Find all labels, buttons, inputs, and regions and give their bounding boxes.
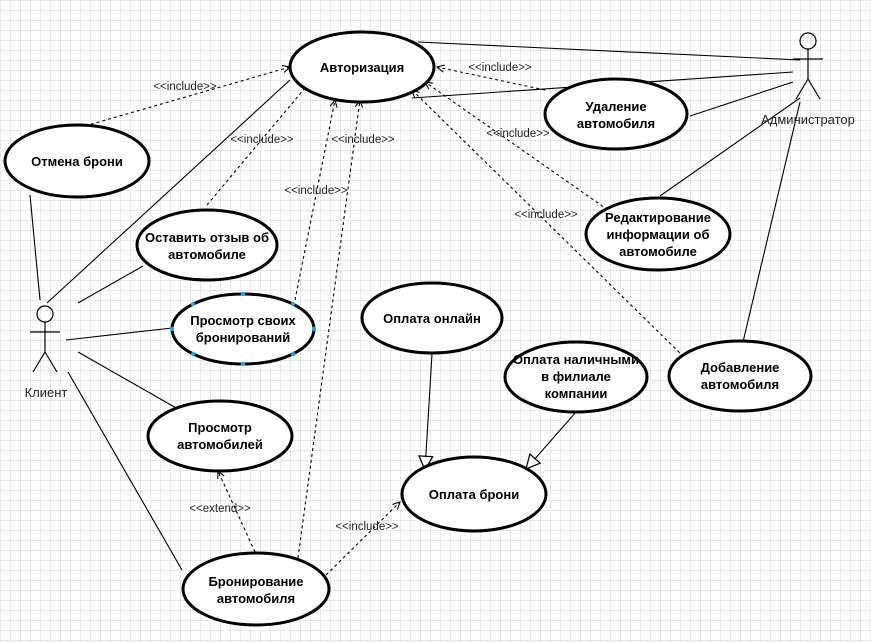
dependencies	[84, 67, 685, 576]
assoc-client-review[interactable]	[77, 265, 144, 304]
assoc-admin-add[interactable]	[742, 101, 801, 343]
associations	[29, 41, 801, 571]
svg-text:Оплата наличными: Оплата наличными	[513, 352, 639, 367]
generalizations	[425, 353, 577, 470]
use-case-add-car[interactable]: Добавление автомобиля	[667, 339, 813, 413]
assoc-admin-edit[interactable]	[659, 97, 801, 197]
svg-text:компании: компании	[545, 386, 608, 401]
svg-text:Удаление: Удаление	[585, 99, 646, 114]
use-case-delete-car[interactable]: Удаление автомобиля	[543, 77, 689, 151]
svg-text:Просмотр своих: Просмотр своих	[190, 313, 296, 328]
assoc-client-auth[interactable]	[46, 79, 291, 304]
svg-text:бронирований: бронирований	[196, 330, 291, 345]
svg-text:Бронирование: Бронирование	[208, 574, 303, 589]
svg-text:автомобиля: автомобиля	[577, 116, 655, 131]
actor-admin-body	[793, 49, 823, 100]
svg-text:Авторизация: Авторизация	[320, 60, 404, 75]
svg-text:Просмотр: Просмотр	[188, 420, 252, 435]
assoc-client-cancel[interactable]	[29, 194, 41, 301]
label-include-1: <<include>>	[153, 81, 217, 93]
use-case-cancel-booking[interactable]: Отмена брони	[3, 123, 151, 199]
svg-text:Отмена брони: Отмена брони	[31, 154, 123, 169]
label-include-6: <<include>>	[486, 128, 550, 140]
include-edit-auth[interactable]	[425, 82, 609, 211]
use-case-pay-cash[interactable]: Оплата наличными в филиале компании	[503, 340, 649, 414]
use-case-book-car[interactable]: Бронирование автомобиля	[181, 551, 331, 627]
use-case-auth[interactable]: Авторизация	[288, 30, 436, 104]
svg-text:Добавление: Добавление	[701, 360, 780, 375]
use-case-edit-car[interactable]: Редактирование информации об автомобиле	[584, 196, 732, 272]
gen-cash-payment[interactable]	[526, 411, 577, 469]
use-case-leave-review[interactable]: Оставить отзыв об автомобиле	[135, 208, 279, 282]
use-case-pay-online[interactable]: Оплата онлайн	[360, 281, 504, 355]
assoc-client-mybookings[interactable]	[65, 327, 173, 341]
include-booking-payment[interactable]	[325, 502, 400, 576]
svg-text:Оставить отзыв об: Оставить отзыв об	[145, 230, 269, 245]
gen-online-payment[interactable]	[425, 353, 432, 470]
include-delete-auth[interactable]	[437, 67, 546, 91]
actor-admin[interactable]: Администратор	[761, 32, 855, 127]
selection-handles[interactable]	[169, 291, 317, 367]
actor-client-label: Клиент	[25, 385, 68, 400]
svg-text:в филиале: в филиале	[541, 369, 611, 384]
include-cancel-auth[interactable]	[84, 67, 290, 127]
include-review-auth[interactable]	[206, 82, 310, 206]
include-booking-auth[interactable]	[297, 100, 360, 559]
use-case-my-bookings[interactable]: Просмотр своих бронирований	[169, 291, 317, 367]
actor-admin-head	[799, 32, 817, 50]
svg-text:автомобилей: автомобилей	[177, 437, 263, 452]
assoc-admin-delete[interactable]	[689, 81, 794, 117]
use-case-pay-booking[interactable]: Оплата брони	[400, 455, 548, 533]
label-include-8: <<include>>	[335, 521, 399, 533]
extend-booking-viewcars[interactable]	[218, 471, 256, 553]
include-mybookings-auth-line[interactable]	[294, 100, 335, 301]
assoc-client-booking[interactable]	[67, 371, 183, 571]
use-case-view-cars[interactable]: Просмотр автомобилей	[146, 399, 294, 473]
actor-admin-label: Администратор	[761, 112, 855, 127]
actor-client-head	[36, 305, 54, 323]
label-include-5: <<include>>	[468, 62, 532, 74]
label-include-3: <<include>>	[331, 134, 395, 146]
actor-client[interactable]: Клиент	[25, 305, 68, 400]
label-include-2: <<include>>	[230, 134, 294, 146]
actor-client-body	[30, 322, 60, 373]
label-include-4: <<include>>	[284, 185, 348, 197]
assoc-admin-auth[interactable]	[417, 41, 801, 61]
svg-text:информации об: информации об	[607, 227, 710, 242]
svg-text:автомобиля: автомобиля	[701, 377, 779, 392]
svg-text:автомобиле: автомобиле	[619, 244, 697, 259]
assoc-client-viewcars[interactable]	[77, 351, 179, 410]
svg-text:Оплата онлайн: Оплата онлайн	[383, 311, 481, 326]
label-include-7: <<include>>	[514, 209, 578, 221]
stereotype-labels: <<include>> <<include>> <<include>> <<in…	[153, 62, 578, 533]
svg-text:Редактирование: Редактирование	[605, 210, 711, 225]
label-extend: <<extend>>	[189, 503, 251, 515]
svg-text:Оплата брони: Оплата брони	[429, 487, 519, 502]
svg-text:автомобиле: автомобиле	[168, 247, 246, 262]
svg-text:автомобиля: автомобиля	[217, 591, 295, 606]
